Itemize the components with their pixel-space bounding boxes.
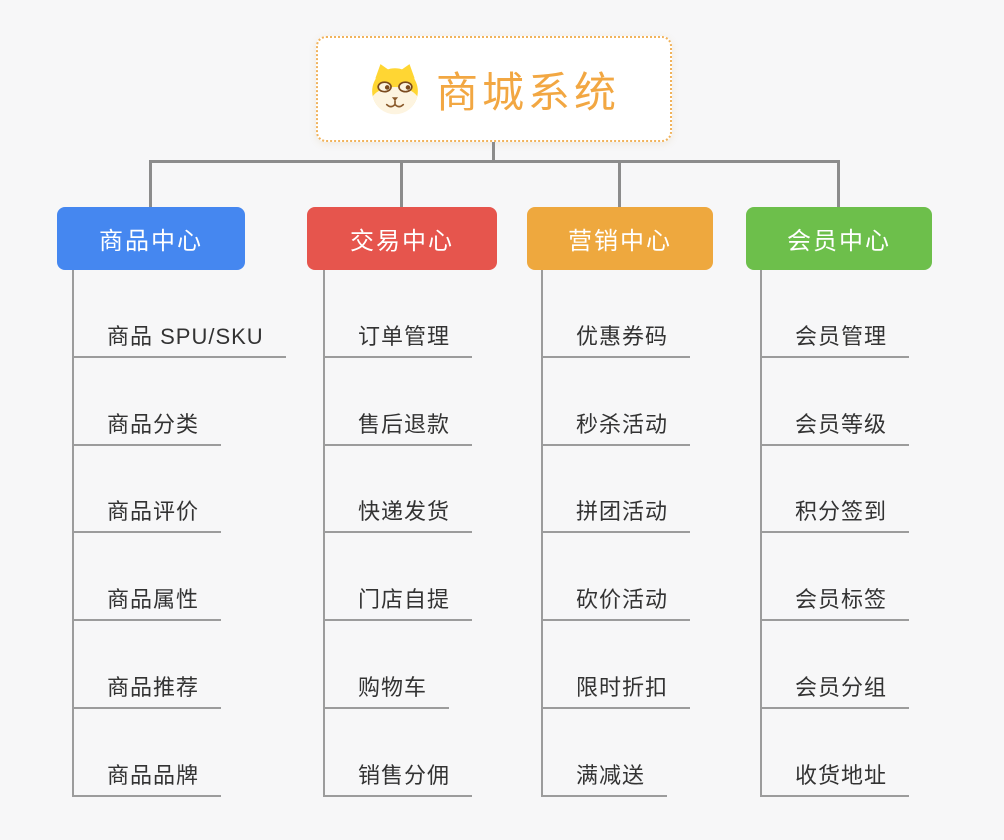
leaf-node[interactable]: 会员等级 [762,358,910,446]
leaf-node[interactable]: 商品评价 [74,446,286,534]
leaf-node[interactable]: 收货地址 [762,709,910,797]
leaf-node[interactable]: 会员标签 [762,533,910,622]
branch-drop-line [618,160,621,207]
leaf-label: 会员分组 [762,670,910,709]
leaf-column-marketing-center: 优惠券码 秒杀活动 拼团活动 砍价活动 限时折扣 满减送 [541,270,691,797]
leaf-node[interactable]: 商品推荐 [74,621,286,709]
leaf-node[interactable]: 销售分佣 [325,709,473,797]
branch-label: 营销中心 [568,228,672,255]
leaf-node[interactable]: 商品品牌 [74,709,286,797]
leaf-label: 商品分类 [74,407,222,446]
branch-drop-line [400,160,403,207]
branch-connector-bar [149,160,840,163]
leaf-label: 限时折扣 [543,670,691,709]
branch-drop-line [149,160,152,207]
leaf-label: 会员等级 [762,407,910,446]
leaf-node[interactable]: 砍价活动 [543,533,691,622]
leaf-label: 售后退款 [325,407,473,446]
leaf-node[interactable]: 积分签到 [762,446,910,534]
leaf-node[interactable]: 商品分类 [74,358,286,446]
leaf-node[interactable]: 快递发货 [325,446,473,534]
leaf-label: 快递发货 [325,494,473,534]
root-node[interactable]: 商城系统 [316,36,672,142]
leaf-label: 商品品牌 [74,758,222,797]
leaf-label: 拼团活动 [543,494,691,534]
leaf-label: 秒杀活动 [543,407,691,446]
leaf-node[interactable]: 商品属性 [74,533,286,622]
leaf-label: 砍价活动 [543,582,691,622]
branch-node-marketing-center[interactable]: 营销中心 [527,207,713,270]
leaf-label: 商品属性 [74,582,222,622]
leaf-node[interactable]: 门店自提 [325,533,473,622]
leaf-node[interactable]: 秒杀活动 [543,358,691,446]
root-connector-stub [492,142,495,162]
branch-label: 交易中心 [350,228,454,255]
dog-face-icon [372,64,418,115]
branch-drop-line [837,160,840,207]
leaf-column-member-center: 会员管理 会员等级 积分签到 会员标签 会员分组 收货地址 [760,270,910,797]
leaf-label: 会员管理 [762,319,910,358]
leaf-label: 积分签到 [762,494,910,534]
leaf-node[interactable]: 会员分组 [762,621,910,709]
leaf-node[interactable]: 订单管理 [325,270,473,358]
leaf-label: 购物车 [325,670,450,709]
branch-label: 会员中心 [787,228,891,255]
leaf-node[interactable]: 会员管理 [762,270,910,358]
leaf-node[interactable]: 售后退款 [325,358,473,446]
branch-node-product-center[interactable]: 商品中心 [57,207,245,270]
leaf-label: 商品推荐 [74,670,222,709]
leaf-node[interactable]: 优惠券码 [543,270,691,358]
root-title: 商城系统 [435,68,620,116]
leaf-node[interactable]: 限时折扣 [543,621,691,709]
leaf-label: 订单管理 [325,319,473,358]
leaf-label: 商品评价 [74,494,222,534]
leaf-label: 商品 SPU/SKU [74,319,286,358]
leaf-label: 优惠券码 [543,319,691,358]
leaf-label: 门店自提 [325,582,473,622]
leaf-label: 收货地址 [762,758,910,797]
leaf-node[interactable]: 拼团活动 [543,446,691,534]
branch-node-trade-center[interactable]: 交易中心 [307,207,497,270]
branch-node-member-center[interactable]: 会员中心 [746,207,932,270]
leaf-column-trade-center: 订单管理 售后退款 快递发货 门店自提 购物车 销售分佣 [323,270,473,797]
leaf-node[interactable]: 满减送 [543,709,690,797]
leaf-node[interactable]: 购物车 [325,621,472,709]
leaf-label: 满减送 [543,758,668,797]
leaf-node[interactable]: 商品 SPU/SKU [74,270,286,358]
leaf-label: 销售分佣 [325,758,473,797]
branch-label: 商品中心 [99,228,203,255]
leaf-column-product-center: 商品 SPU/SKU 商品分类 商品评价 商品属性 商品推荐 商品品牌 [72,270,286,797]
leaf-label: 会员标签 [762,582,910,622]
